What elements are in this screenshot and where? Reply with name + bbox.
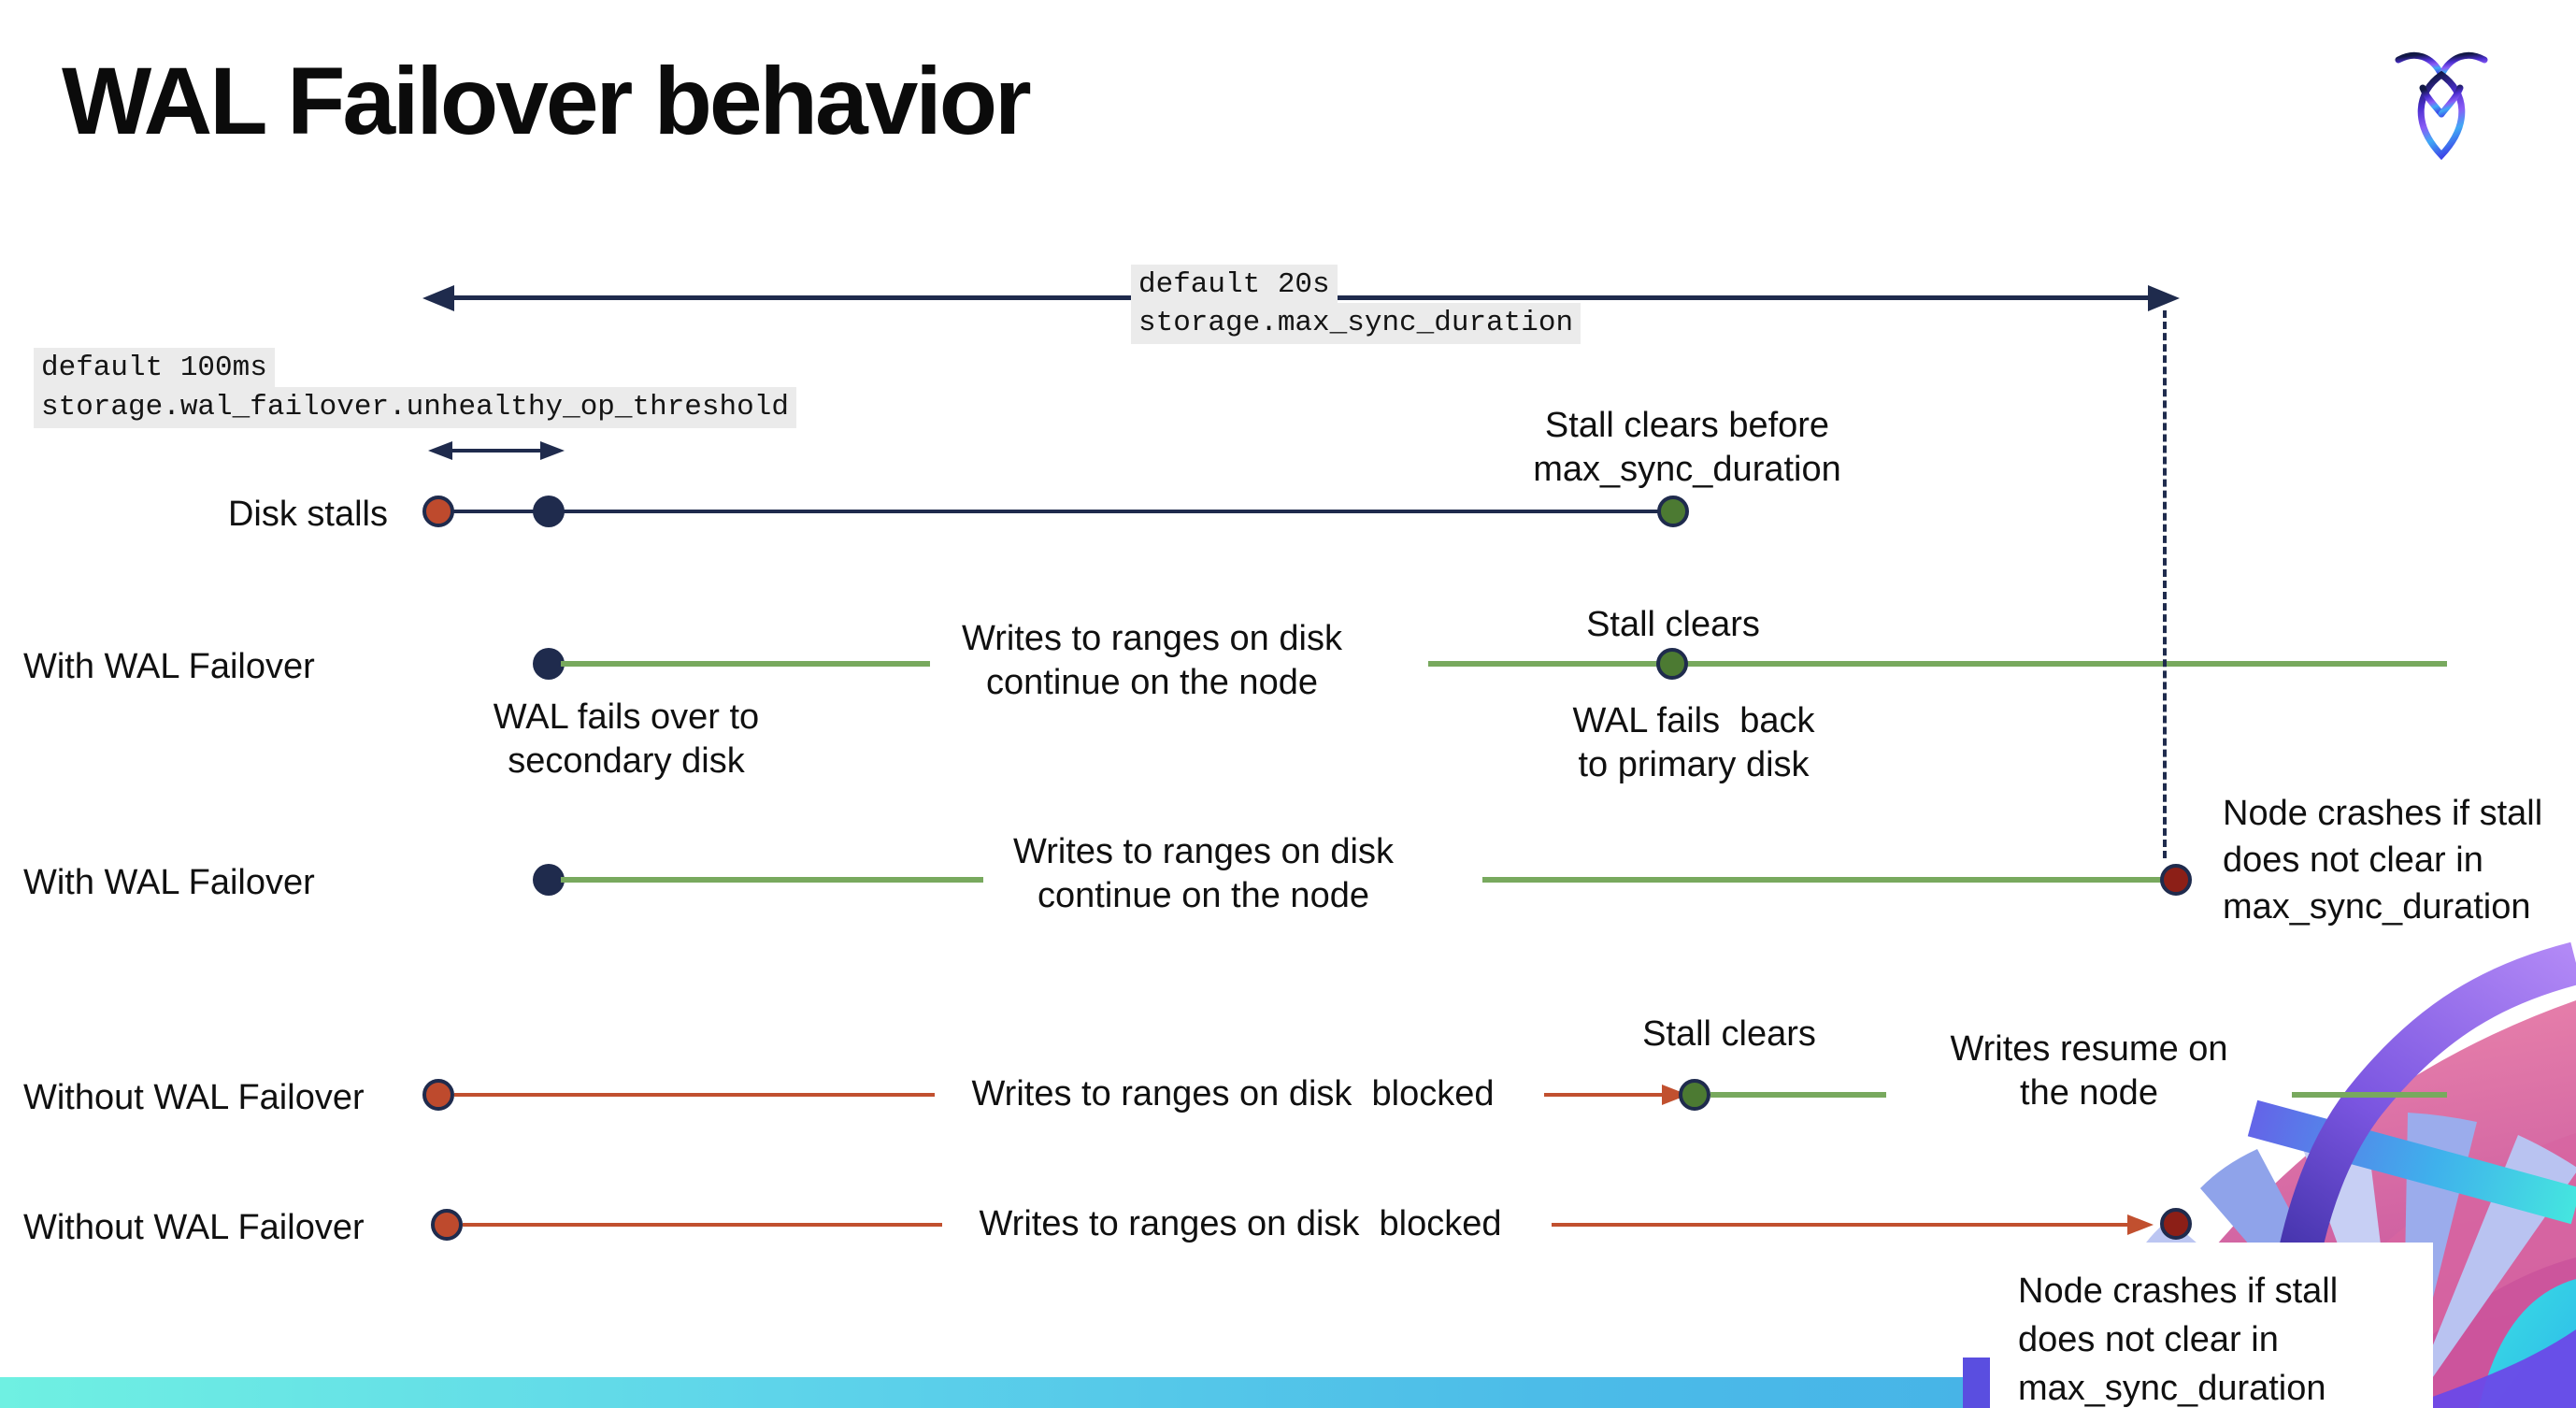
stall-start-dot — [422, 496, 454, 527]
writes-resume-note: Writes resume on the node — [1950, 1029, 2228, 1113]
writes-continue-line-a — [561, 661, 930, 667]
node-crash-note: Node crashes if stall does not clear in … — [2223, 794, 2543, 927]
row-label-disk-stalls: Disk stalls — [227, 495, 388, 534]
writes-continue-note-2: Writes to ranges on disk continue on the… — [1013, 832, 1394, 915]
max-sync-default-label: default 20s — [1131, 265, 1338, 306]
arrow-right-icon — [2148, 285, 2180, 311]
max-sync-deadline-dashed-line — [2163, 310, 2167, 858]
wal-fails-back-note: WAL fails back to primary disk — [1572, 701, 1815, 784]
node-crash-dot — [2160, 864, 2192, 896]
stall-start-dot-2 — [422, 1079, 454, 1111]
cockroachdb-logo-icon — [2395, 51, 2488, 161]
node-crash-note-2: Node crashes if stall does not clear in … — [2018, 1272, 2339, 1408]
writes-blocked-line-a — [454, 1093, 935, 1097]
row-label-with-wal-failover-1: With WAL Failover — [23, 647, 315, 686]
unhealthy-op-setting-text: storage.wal_failover.unhealthy_op_thresh… — [34, 387, 796, 428]
max-sync-default-text: default 20s — [1131, 265, 1338, 306]
writes-continue-note: Writes to ranges on disk continue on the… — [962, 619, 1342, 702]
writes-continue-line-c — [561, 877, 983, 883]
unhealthy-op-setting-label: storage.wal_failover.unhealthy_op_thresh… — [34, 387, 796, 428]
stall-clears-before-note: Stall clears before max_sync_duration — [1533, 406, 1841, 489]
max-sync-setting-label: storage.max_sync_duration — [1131, 303, 1581, 344]
failover-dot-2 — [533, 864, 565, 896]
wal-fails-over-note: WAL fails over to secondary disk — [493, 697, 760, 781]
writes-continue-line-d — [1482, 877, 2168, 883]
threshold-arrow-left-icon — [428, 441, 452, 460]
writes-blocked-line-c — [463, 1223, 942, 1227]
row-label-without-wal-failover-2: Without WAL Failover — [23, 1208, 365, 1247]
stall-clears-dot — [1657, 496, 1689, 527]
writes-blocked-note-2: Writes to ranges on disk blocked — [979, 1204, 1502, 1243]
writes-blocked-line-b — [1544, 1093, 1664, 1097]
stall-clears-dot-3 — [1679, 1079, 1710, 1111]
writes-blocked-note: Writes to ranges on disk blocked — [971, 1074, 1495, 1113]
stall-start-dot-3 — [431, 1209, 463, 1241]
writes-continue-line-b — [1428, 661, 2447, 667]
node-crash-callout-box: Node crashes if stall does not clear in … — [1990, 1243, 2433, 1408]
unhealthy-op-default-text: default 100ms — [34, 348, 275, 389]
stall-clears-dot-2 — [1656, 648, 1688, 680]
stall-clears-note-2: Stall clears — [1586, 605, 1760, 644]
writes-resume-line-a — [1710, 1092, 1886, 1098]
threshold-dot — [533, 496, 565, 527]
failover-dot — [533, 648, 565, 680]
node-crash-dot-2 — [2160, 1208, 2192, 1240]
threshold-arrow-shaft — [449, 449, 544, 453]
row-label-with-wal-failover-2: With WAL Failover — [23, 863, 315, 902]
page-title: WAL Failover behavior — [62, 48, 1032, 154]
writes-blocked-line-d — [1552, 1223, 2129, 1227]
stall-clears-note-3: Stall clears — [1642, 1014, 1816, 1054]
red-arrowhead-icon-2 — [2127, 1214, 2154, 1235]
unhealthy-op-default-label: default 100ms — [34, 348, 275, 389]
arrow-left-icon — [422, 285, 454, 311]
row-label-without-wal-failover-1: Without WAL Failover — [23, 1078, 365, 1117]
disk-stall-timeline — [438, 510, 1673, 513]
writes-resume-line-b — [2292, 1092, 2447, 1098]
max-sync-setting-text: storage.max_sync_duration — [1131, 303, 1581, 344]
threshold-arrow-right-icon — [540, 441, 565, 460]
